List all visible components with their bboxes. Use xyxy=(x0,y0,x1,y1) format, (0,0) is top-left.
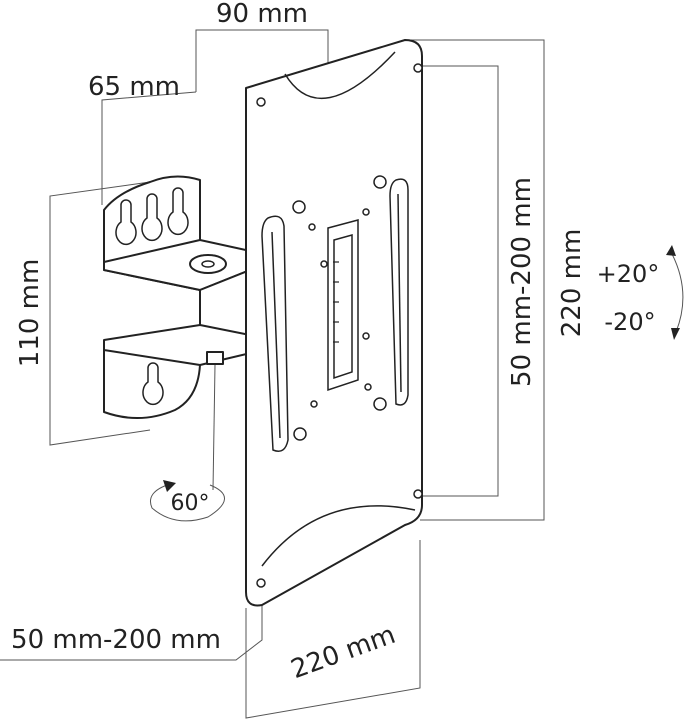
swivel-axis-line xyxy=(212,364,216,491)
dim-line-65mm xyxy=(101,91,197,205)
plate-bottom-cutout xyxy=(261,505,416,567)
mounting-hole xyxy=(373,397,387,411)
label-vesa-horizontal: 50 mm-200 mm xyxy=(11,625,221,655)
wall-bracket xyxy=(103,175,256,420)
right-mounting-slot-inner xyxy=(397,193,402,393)
tilt-arrowhead-up-icon xyxy=(666,245,676,256)
keyhole-icon xyxy=(115,199,137,246)
label-plate-height: 220 mm xyxy=(557,229,587,338)
mounting-hole xyxy=(413,63,423,73)
vesa-plate xyxy=(245,39,423,607)
dim-line-vesa-vertical xyxy=(422,65,499,497)
dimension-lines xyxy=(0,29,545,719)
keyhole-icon xyxy=(142,362,164,406)
mounting-hole xyxy=(256,97,266,107)
rotation-arrows xyxy=(150,245,684,522)
label-vesa-vertical: 50 mm-200 mm xyxy=(507,177,537,387)
center-window-inner xyxy=(333,234,353,380)
right-mounting-slot xyxy=(389,178,409,406)
plate-top-cutout xyxy=(284,51,396,99)
pivot-joint-lower xyxy=(206,351,224,365)
dim-line-90mm xyxy=(195,29,329,92)
pivot-bolt xyxy=(201,260,215,268)
left-mounting-slot xyxy=(261,215,289,452)
mounting-hole xyxy=(292,200,306,214)
swivel-arrow xyxy=(150,483,225,522)
mounting-hole xyxy=(308,223,316,231)
mounting-hole xyxy=(320,260,328,268)
label-plate-width: 220 mm xyxy=(287,620,399,685)
swivel-arrowhead-icon xyxy=(163,480,176,492)
mounting-hole xyxy=(413,489,423,499)
tilt-arrow xyxy=(670,251,684,333)
mounting-hole xyxy=(310,400,318,408)
center-window xyxy=(327,219,359,392)
keyhole-icon xyxy=(141,193,163,242)
mounting-hole xyxy=(256,578,266,588)
mounting-hole xyxy=(362,332,370,340)
dimension-labels: 90 mm 65 mm 110 mm 50 mm-200 mm 220 mm 5… xyxy=(11,0,659,685)
label-swivel: 60° xyxy=(171,491,210,516)
center-notches xyxy=(333,261,339,343)
label-arm-depth: 65 mm xyxy=(88,72,180,102)
label-tilt-up: +20° xyxy=(597,260,660,288)
keyhole-icon xyxy=(167,187,189,236)
tilt-arrowhead-down-icon xyxy=(671,328,680,340)
mounting-hole xyxy=(364,383,372,391)
mounting-hole xyxy=(362,208,370,216)
label-tilt-down: -20° xyxy=(604,308,655,336)
dim-line-110mm xyxy=(49,181,151,446)
left-mounting-slot-inner xyxy=(271,231,281,439)
label-top-width: 90 mm xyxy=(216,0,308,29)
dim-line-plate-width xyxy=(245,540,421,719)
mounting-hole xyxy=(293,427,307,441)
dim-line-vesa-horizontal xyxy=(0,592,263,661)
mounting-hole xyxy=(373,175,387,189)
mounting-holes xyxy=(256,63,423,588)
label-wall-height: 110 mm xyxy=(15,259,45,368)
dim-line-plate-height xyxy=(405,39,545,521)
